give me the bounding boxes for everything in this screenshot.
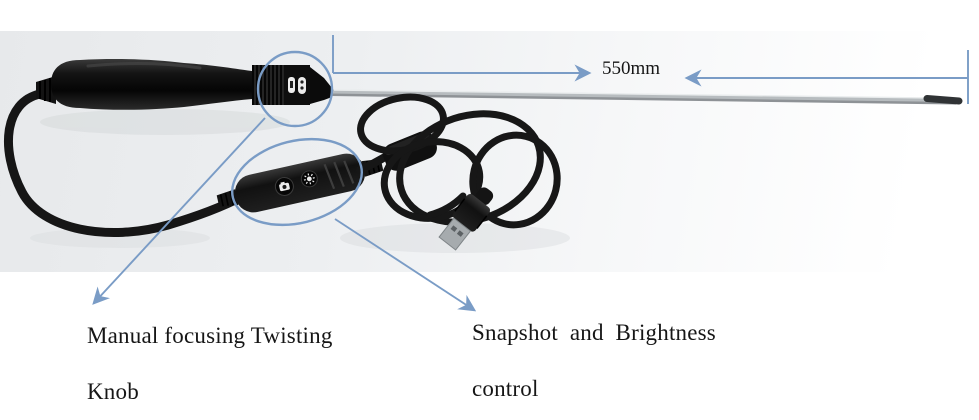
remote-label-line2: control: [472, 376, 539, 401]
brightness-button: [300, 170, 318, 188]
knurl-texture: [252, 65, 284, 105]
photo-shadows: [30, 109, 570, 253]
callout-annotations: [92, 35, 969, 312]
focus-knob-leader-arrow: [92, 117, 266, 305]
dimension-550mm: [332, 35, 969, 104]
focus-knob: [252, 65, 310, 105]
remote-leader-arrow: [334, 218, 477, 312]
remote-callout-circle: [230, 137, 364, 227]
focus-knob-label-line2: Knob: [87, 379, 139, 404]
focus-range-markings: [288, 77, 306, 94]
brightness-sun-icon: [303, 173, 315, 185]
probe-camera-tip: [923, 95, 963, 105]
focus-knob-callout-circle: [256, 50, 334, 128]
camera-snapshot-icon: [279, 181, 290, 192]
handle-nose-cone: [310, 67, 332, 104]
remote-grip-ribs: [323, 160, 355, 190]
camera-handle: [51, 59, 252, 110]
usb-connector: [438, 187, 494, 251]
handle-strain-relief: [36, 76, 56, 104]
usb-cable-coil: [357, 93, 561, 229]
dimension-label: 550mm: [602, 58, 661, 79]
probe-tube: [330, 89, 963, 105]
remote-label-line1: Snapshot and Brightness: [472, 320, 716, 345]
focus-knob-label-line1: Manual focusing Twisting: [87, 323, 333, 348]
handle-cable: [3, 89, 246, 238]
handle-highlight: [86, 62, 202, 70]
endoscope-device: [3, 59, 963, 251]
snapshot-button: [274, 176, 294, 196]
usb-metal-shield: [438, 217, 472, 251]
